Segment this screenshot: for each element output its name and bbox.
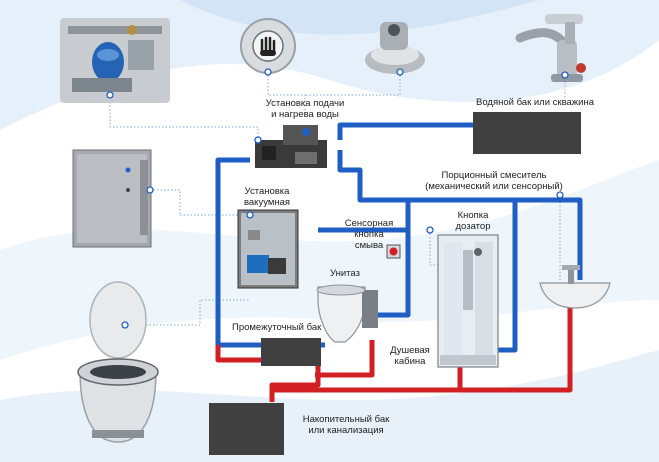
pump-unit-icon: [60, 18, 170, 103]
label-shower-line1: Душевая: [390, 345, 430, 356]
sink-icon: [539, 265, 611, 309]
label-shower-line2: кабина: [394, 356, 426, 367]
waste-pipes: [215, 295, 573, 402]
callout-dots: [106, 68, 569, 329]
sensor-button-icon: [386, 244, 401, 259]
shower-cabin-icon: [437, 234, 499, 368]
label-water-heater: Установка подачи и нагрева воды: [250, 98, 360, 120]
label-vacuum-unit-line1: Установка: [244, 186, 290, 197]
label-storage-line1: Накопительный бак: [302, 414, 390, 425]
label-dispenser-line2: дозатор: [455, 221, 491, 232]
label-sensor-button: Сенсорная кнопка смыва: [334, 218, 404, 251]
intermediate-tank-box: [261, 338, 321, 366]
label-dispenser: Кнопка дозатор: [448, 210, 498, 232]
label-water-heater-line2: и нагрева воды: [271, 109, 339, 120]
toilet-icon: [316, 284, 378, 343]
faucet-icon: [515, 14, 586, 82]
water-tank-box: [473, 112, 581, 154]
water-heater-icon: [255, 125, 327, 168]
label-vacuum-unit-line2: вакуумная: [243, 197, 291, 208]
label-mixer-line1: Порционный смеситель: [441, 170, 547, 181]
label-toilet: Унитаз: [330, 268, 360, 279]
label-water-tank: Водяной бак или скважина: [476, 97, 594, 108]
label-mixer: Порционный смеситель (механический или с…: [424, 170, 564, 192]
label-intermediate-tank: Промежуточный бак: [232, 322, 322, 333]
label-vacuum-unit: Установка вакуумная: [232, 186, 302, 208]
label-storage-tank: Накопительный бак или канализация: [290, 414, 402, 436]
flush-button-icon: [240, 18, 296, 74]
label-dispenser-line1: Кнопка: [457, 210, 489, 221]
storage-tank-box: [209, 403, 284, 455]
label-sensor-line1: Сенсорная: [344, 218, 394, 229]
label-sensor-line3: смыва: [354, 240, 384, 251]
vacuum-toilet-icon: [77, 281, 159, 443]
label-shower: Душевая кабина: [384, 345, 436, 367]
label-water-heater-line1: Установка подачи: [265, 98, 345, 109]
control-cabinet-icon: [72, 149, 152, 248]
label-mixer-line2: (механический или сенсорный): [425, 181, 563, 192]
label-sensor-line2: кнопка: [354, 229, 384, 240]
vacuum-unit-icon: [237, 209, 299, 289]
push-valve-icon: [365, 22, 425, 74]
label-storage-line2: или канализация: [308, 425, 384, 436]
